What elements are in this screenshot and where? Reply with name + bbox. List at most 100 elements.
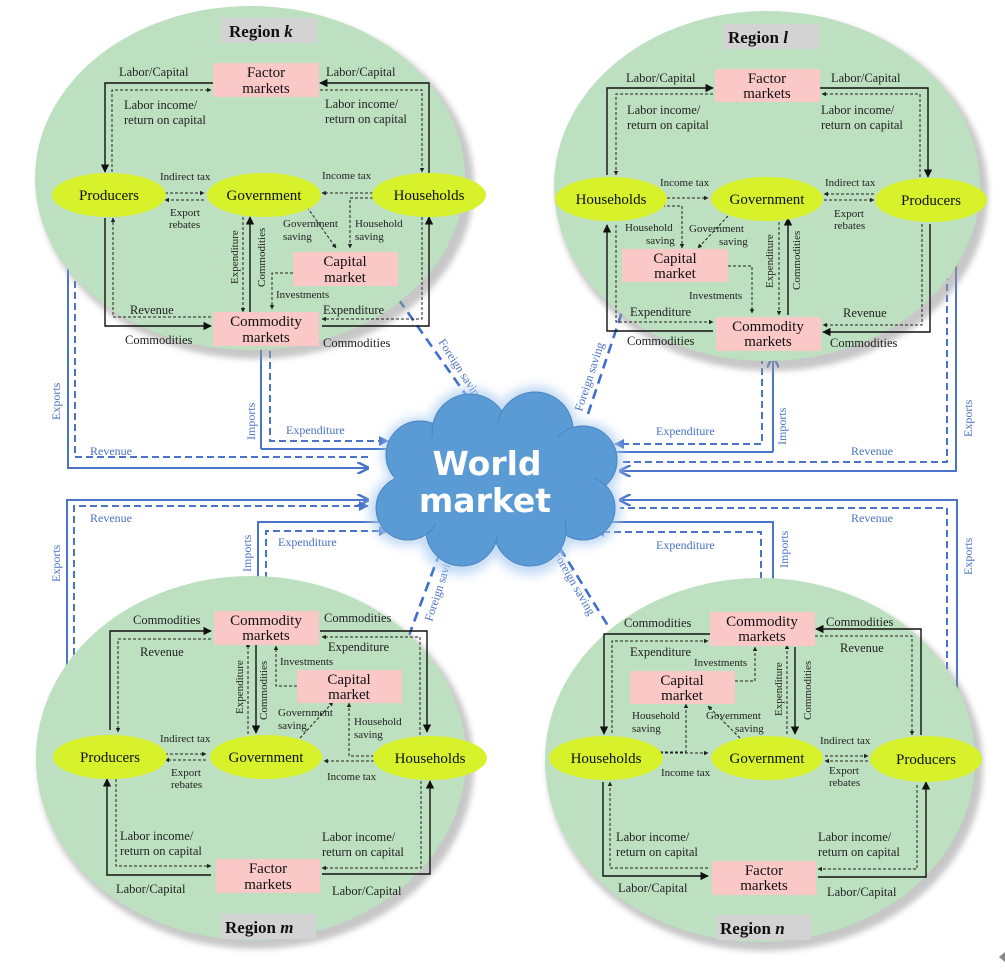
svg-text:Income tax: Income tax: [661, 767, 711, 779]
svg-text:saving: saving: [632, 723, 661, 735]
svg-text:Indirect tax: Indirect tax: [825, 177, 876, 189]
region-n-producers: [870, 736, 982, 782]
svg-text:Export: Export: [829, 765, 859, 777]
label-k-expenditure: Expenditure: [286, 423, 345, 437]
svg-text:Households: Households: [571, 751, 642, 767]
svg-text:Indirect tax: Indirect tax: [160, 733, 211, 745]
svg-text:Commodities: Commodities: [627, 334, 695, 348]
label-n-expenditure: Expenditure: [656, 538, 715, 552]
svg-text:Labor/Capital: Labor/Capital: [332, 884, 402, 898]
svg-text:Income tax: Income tax: [327, 771, 377, 783]
region-n-title-box: [716, 915, 811, 940]
svg-text:rebates: rebates: [834, 220, 865, 232]
svg-text:Expenditure: Expenditure: [630, 645, 692, 659]
svg-text:Capital: Capital: [660, 673, 703, 689]
svg-text:Factor: Factor: [748, 71, 786, 87]
svg-text:Investments: Investments: [280, 656, 333, 668]
svg-text:Households: Households: [394, 188, 465, 204]
svg-text:Labor/Capital: Labor/Capital: [831, 71, 901, 85]
svg-text:markets: markets: [738, 629, 786, 645]
svg-text:Producers: Producers: [79, 188, 139, 204]
label-m-expenditure: Expenditure: [278, 535, 337, 549]
label-l-expenditure: Expenditure: [656, 424, 715, 438]
region-m-producers: [53, 735, 167, 779]
region-k: Region k Factor markets Capital market C…: [35, 6, 486, 359]
svg-text:saving: saving: [719, 236, 748, 248]
region-l-capital-market: [622, 249, 728, 282]
region-l-households: [555, 177, 667, 221]
svg-text:rebates: rebates: [829, 777, 860, 789]
svg-text:Government: Government: [227, 188, 303, 204]
svg-text:saving: saving: [278, 720, 307, 732]
svg-text:Revenue: Revenue: [140, 645, 184, 659]
svg-text:Households: Households: [395, 751, 466, 767]
svg-text:Expenditure: Expenditure: [764, 234, 776, 288]
svg-text:rebates: rebates: [171, 779, 202, 791]
flow-l-revenue: [620, 218, 948, 463]
svg-text:Labor/Capital: Labor/Capital: [618, 881, 688, 895]
region-l-title-box: [723, 24, 819, 49]
region-k-commodity-markets: [213, 312, 319, 346]
svg-text:Commodity: Commodity: [732, 319, 804, 335]
region-k-producers: [52, 173, 166, 217]
svg-text:market: market: [654, 266, 696, 282]
svg-text:Commodities: Commodities: [826, 615, 894, 629]
svg-text:Capital: Capital: [327, 672, 370, 688]
svg-text:Expenditure: Expenditure: [630, 305, 692, 319]
region-l-government: [711, 177, 823, 221]
svg-text:Government: Government: [283, 218, 338, 230]
svg-text:Expenditure: Expenditure: [773, 662, 785, 716]
svg-text:Export: Export: [834, 208, 864, 220]
svg-text:Producers: Producers: [896, 752, 956, 768]
svg-text:Factor: Factor: [247, 65, 285, 81]
svg-text:Capital: Capital: [653, 251, 696, 267]
svg-text:Commodities: Commodities: [133, 613, 201, 627]
svg-text:Commodities: Commodities: [258, 661, 270, 720]
svg-text:market: market: [661, 688, 703, 704]
svg-text:Export: Export: [171, 767, 201, 779]
svg-text:Government: Government: [730, 751, 806, 767]
svg-text:markets: markets: [242, 81, 290, 97]
svg-text:Expenditure: Expenditure: [328, 640, 390, 654]
world-market-title-line1: World: [432, 444, 541, 483]
region-k-factor-markets: [213, 63, 319, 97]
label-m-revenue: Revenue: [90, 511, 132, 525]
svg-text:Investments: Investments: [276, 289, 329, 301]
svg-text:Commodities: Commodities: [256, 228, 268, 287]
svg-text:Income tax: Income tax: [660, 177, 710, 189]
svg-text:saving: saving: [735, 723, 764, 735]
svg-text:Producers: Producers: [80, 750, 140, 766]
world-market-cloud: World market: [369, 386, 623, 575]
flow-k-expenditure: [269, 318, 389, 446]
flow-l-exports: [620, 218, 957, 471]
svg-text:saving: saving: [354, 729, 383, 741]
corner-marker-icon: [999, 952, 1005, 962]
region-l-producers: [875, 178, 987, 222]
svg-text:markets: markets: [244, 877, 292, 893]
svg-text:markets: markets: [743, 86, 791, 102]
svg-text:Factor: Factor: [249, 861, 287, 877]
svg-text:return on capital: return on capital: [821, 118, 903, 132]
label-m-exports: Exports: [49, 544, 63, 582]
label-n-revenue: Revenue: [851, 511, 893, 525]
svg-text:markets: markets: [242, 330, 290, 346]
svg-text:Commodities: Commodities: [791, 231, 803, 290]
svg-text:Commodities: Commodities: [324, 611, 392, 625]
svg-text:Labor income/: Labor income/: [124, 98, 198, 112]
svg-text:return on capital: return on capital: [616, 845, 698, 859]
region-l: Region l Factor markets Capital market C…: [554, 11, 988, 371]
region-m-households: [373, 736, 487, 780]
svg-text:Labor income/: Labor income/: [616, 830, 690, 844]
svg-text:Producers: Producers: [901, 193, 961, 209]
region-n-capital-market: [630, 671, 735, 704]
svg-text:Government: Government: [706, 710, 761, 722]
region-n-title: Region n: [720, 919, 785, 938]
region-m-title-box: [221, 914, 316, 939]
region-m-government: [210, 735, 322, 779]
svg-text:Labor/Capital: Labor/Capital: [116, 882, 186, 896]
svg-text:saving: saving: [355, 231, 384, 243]
svg-text:Commodities: Commodities: [830, 336, 898, 350]
svg-text:market: market: [328, 687, 370, 703]
svg-text:Factor: Factor: [745, 863, 783, 879]
